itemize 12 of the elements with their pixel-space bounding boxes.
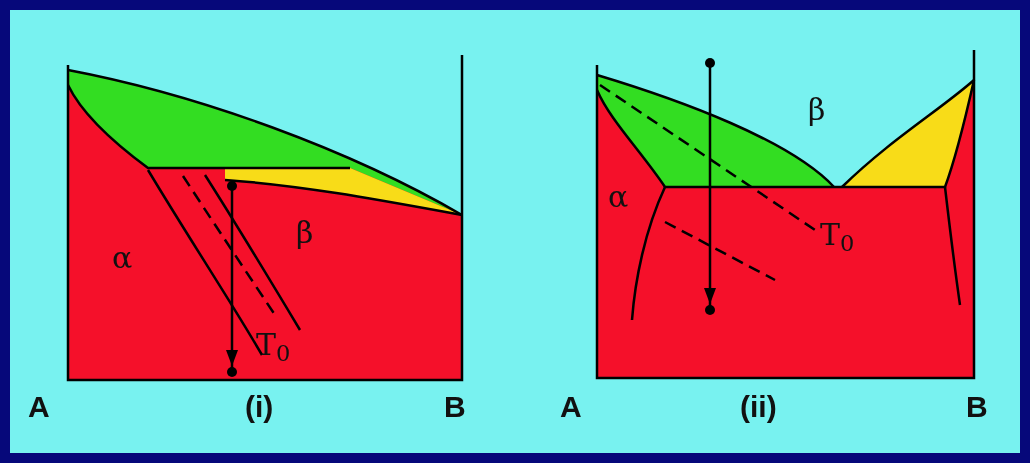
axis-label: (ii) [740,392,777,422]
axis-label: A [28,392,50,422]
axis-label: (i) [245,392,274,422]
phase-label: T$_{0}$ [256,330,291,360]
phase-label: T$_{0}$ [820,220,855,250]
axis-label: A [560,392,582,422]
phase-label: α [112,243,133,273]
phase-label: β [808,95,826,125]
phase-label: β [296,218,314,248]
axis-label: B [966,392,988,422]
axis-label: B [444,392,466,422]
phase-label: α [608,182,629,212]
